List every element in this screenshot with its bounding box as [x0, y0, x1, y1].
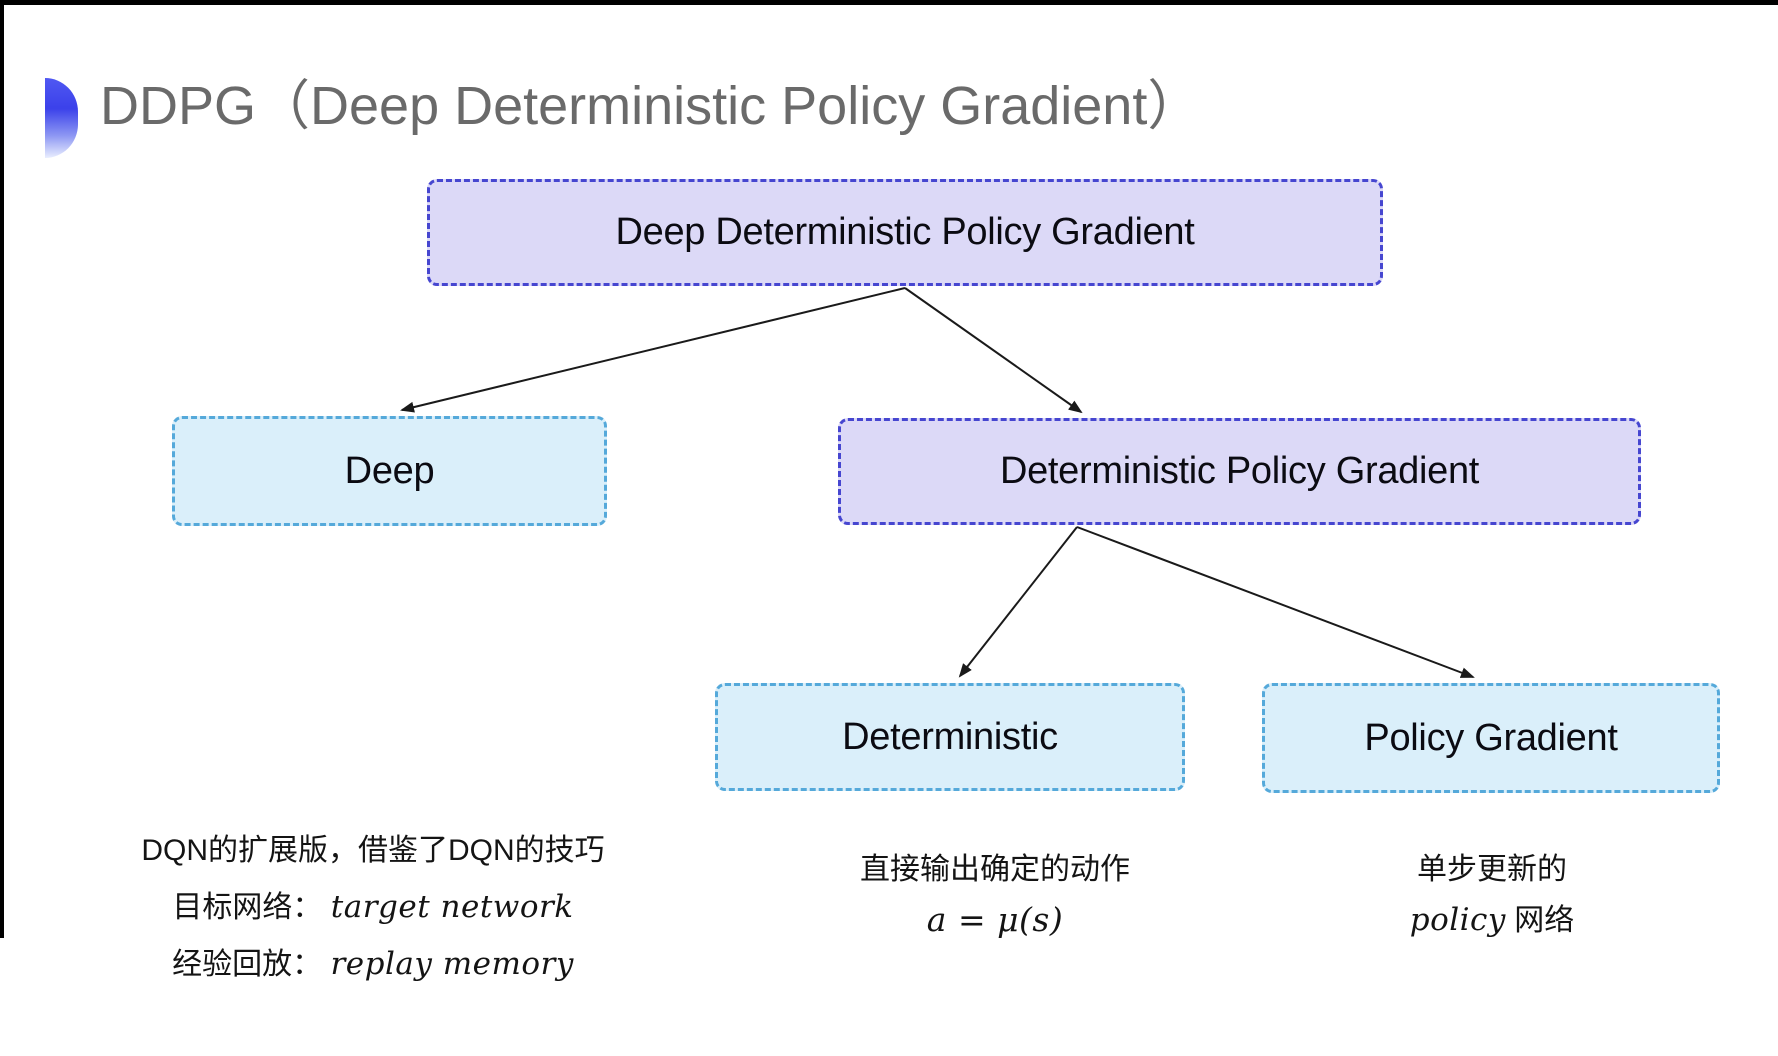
note-policy-gradient: 单步更新的 policy 网络 — [1292, 845, 1692, 946]
top-frame-line — [0, 0, 1778, 5]
note-deterministic-line1: 直接输出确定的动作 — [860, 853, 1130, 886]
node-label: Deterministic — [842, 715, 1058, 758]
node-deep: Deep — [172, 416, 607, 526]
note-policy-gradient-line2: policy 网络 — [1292, 895, 1692, 946]
note-deep-line3-label: 经验回放： — [172, 948, 323, 981]
node-policy-gradient: Policy Gradient — [1262, 683, 1720, 793]
note-policy-gradient-term: policy — [1409, 902, 1506, 938]
note-deep-line2-label: 目标网络： — [172, 891, 323, 924]
arrow-dpg-to-policy-gradient — [1076, 526, 1475, 678]
node-deep-deterministic-policy-gradient: Deep Deterministic Policy Gradient — [427, 179, 1383, 286]
note-deep-line1: DQN的扩展版，借鉴了DQN的技巧 — [141, 834, 605, 867]
half-circle-gradient-icon — [45, 78, 78, 158]
note-deterministic-formula: a = μ(s) — [926, 900, 1064, 939]
node-label: Policy Gradient — [1364, 716, 1618, 759]
note-policy-gradient-suffix: 网络 — [1505, 904, 1575, 937]
node-label: Deep Deterministic Policy Gradient — [615, 211, 1195, 253]
note-deterministic: 直接输出确定的动作 a = μ(s) — [795, 845, 1195, 945]
note-deep: DQN的扩展版，借鉴了DQN的技巧 目标网络： target network 经… — [113, 822, 633, 993]
arrow-dpg-to-deterministic — [958, 526, 1078, 678]
node-deterministic-policy-gradient: Deterministic Policy Gradient — [838, 418, 1641, 525]
note-deep-line3-term: replay memory — [330, 946, 574, 982]
arrow-root-to-dpg — [904, 287, 1083, 414]
node-deterministic: Deterministic — [715, 683, 1185, 791]
left-frame-line — [0, 0, 4, 938]
note-policy-gradient-line1: 单步更新的 — [1417, 853, 1567, 886]
page-title: DDPG（Deep Deterministic Policy Gradient） — [100, 76, 1202, 136]
note-deep-line3: 经验回放： replay memory — [113, 936, 633, 993]
note-deep-line2: 目标网络： target network — [113, 879, 633, 936]
arrow-root-to-deep — [400, 287, 906, 413]
note-deep-line2-term: target network — [330, 889, 574, 925]
node-label: Deep — [344, 449, 435, 492]
node-label: Deterministic Policy Gradient — [999, 450, 1480, 492]
